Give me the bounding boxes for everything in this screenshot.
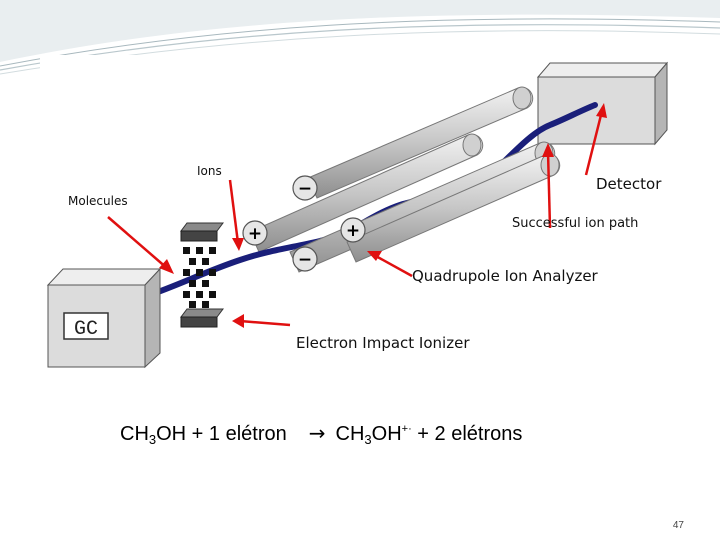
electron-impact-ionizer (180, 222, 224, 328)
page-number: 47 (672, 520, 684, 531)
rod-end-minus-top: − (292, 175, 318, 201)
rod-end-plus-right: + (340, 217, 366, 243)
svg-text:−: − (298, 179, 312, 199)
mass-spectrometer-diagram: − + + − GC (40, 55, 688, 370)
svg-text:+: + (248, 224, 262, 244)
reaction-arrow: → (308, 421, 326, 445)
rod-end-minus-bottom: − (292, 246, 318, 272)
gc-label: GC (74, 318, 98, 341)
detector-box (536, 61, 669, 146)
ionization-equation: CH3OH + 1 elétron→CH3OH+· + 2 elétrons (120, 421, 523, 447)
label-detector: Detector (596, 175, 662, 193)
svg-text:+: + (346, 221, 360, 241)
arrowheads (159, 103, 607, 328)
label-electron-impact-ionizer: Electron Impact Ionizer (296, 334, 470, 352)
label-quadrupole-ion-analyzer: Quadrupole Ion Analyzer (412, 267, 599, 285)
label-molecules: Molecules (68, 194, 128, 208)
label-ions: Ions (197, 164, 222, 178)
quadrupole-rods-back (249, 86, 534, 253)
rod-end-plus-left: + (242, 220, 268, 246)
label-successful-ion-path: Successful ion path (512, 216, 638, 231)
svg-text:−: − (298, 250, 312, 270)
pointer-arrows (107, 110, 604, 327)
gc-box: GC (46, 267, 162, 369)
